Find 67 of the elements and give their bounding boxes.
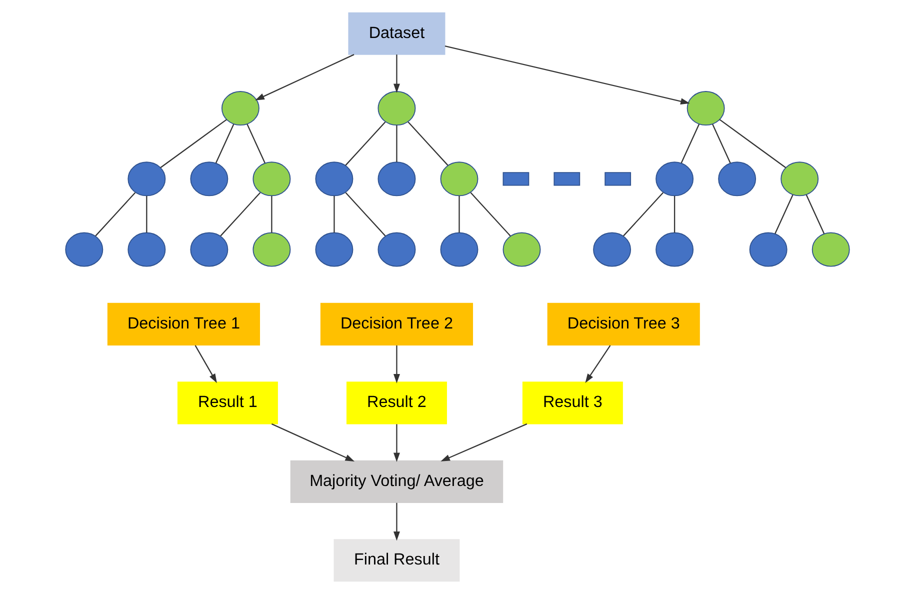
node-circle (252, 232, 291, 267)
arrow (271, 423, 355, 462)
node-circle (315, 162, 354, 196)
node-circle (221, 91, 260, 126)
node-circle (749, 232, 788, 267)
node-circle (656, 162, 694, 196)
node-circle (440, 162, 478, 196)
node-circle (128, 162, 166, 196)
node-circle (780, 162, 819, 196)
node-circle (378, 162, 416, 196)
node-circle (65, 232, 104, 267)
node-bar (604, 172, 632, 186)
connector (470, 192, 511, 236)
node-box: Decision Tree 3 (547, 302, 700, 346)
node-box: Final Result (334, 539, 460, 582)
connector (396, 125, 398, 162)
arrow (393, 54, 400, 94)
node-circle (315, 232, 354, 267)
connector (623, 192, 664, 236)
node-bar (554, 172, 580, 186)
connector (408, 122, 448, 166)
connector (345, 122, 386, 166)
connector (712, 124, 731, 164)
connector (345, 192, 386, 236)
arrow (440, 423, 528, 462)
node-circle (812, 232, 850, 267)
connector (674, 196, 676, 233)
node-bar (502, 172, 530, 186)
connector (246, 124, 266, 164)
arrow (585, 345, 611, 384)
connector (774, 194, 794, 234)
arrow (393, 424, 400, 462)
connector (146, 196, 148, 233)
node-box: Result 3 (522, 382, 623, 424)
connector (458, 196, 460, 233)
node-circle (378, 91, 416, 126)
node-circle (593, 232, 632, 267)
node-box: Dataset (348, 12, 446, 55)
node-circle (656, 232, 694, 267)
connector (680, 124, 700, 164)
node-circle (252, 162, 291, 196)
connector (719, 119, 786, 168)
arrow (444, 46, 690, 104)
node-circle (440, 232, 478, 267)
connector (95, 192, 136, 236)
node-circle (190, 162, 228, 196)
connector (220, 192, 261, 236)
node-box: Result 1 (177, 382, 278, 424)
connector (215, 124, 234, 164)
node-circle (686, 91, 725, 126)
node-circle (190, 232, 228, 267)
node-circle (128, 232, 166, 267)
node-circle (718, 162, 756, 196)
node-box: Majority Voting/ Average (290, 460, 504, 503)
arrow (194, 345, 217, 384)
connector (271, 196, 272, 233)
arrow (393, 345, 400, 384)
node-box: Result 2 (346, 382, 447, 424)
node-box: Decision Tree 2 (320, 302, 474, 346)
node-circle (378, 232, 416, 267)
arrow (393, 502, 400, 541)
connector (160, 119, 227, 168)
node-box: Decision Tree 1 (107, 302, 260, 346)
arrow (255, 54, 354, 100)
node-circle (502, 232, 541, 267)
connector (334, 196, 335, 233)
connector (806, 194, 825, 234)
